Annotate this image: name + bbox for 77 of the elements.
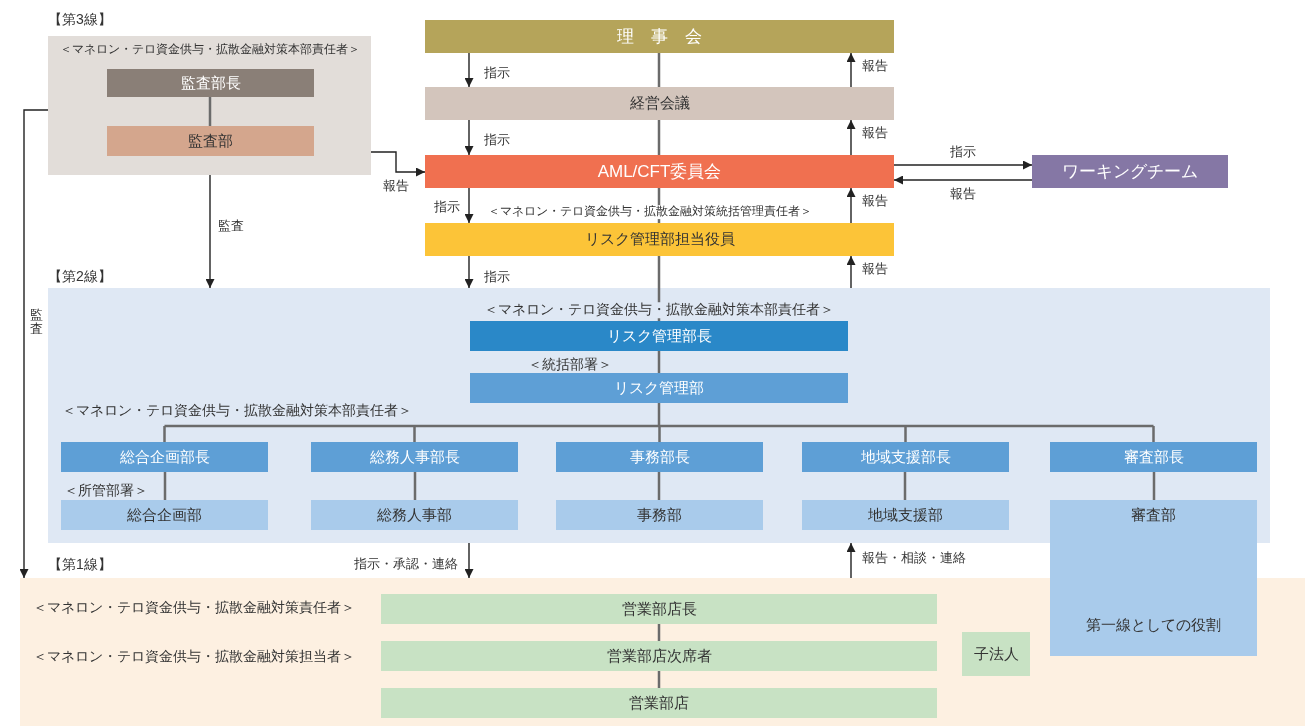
connector-line xyxy=(657,472,661,500)
arrow xyxy=(893,175,1033,185)
org-box: 審査部長 xyxy=(1050,442,1257,472)
arrow xyxy=(205,174,215,289)
edge-label: 指示 xyxy=(484,65,510,81)
role-note: 第一線としての役割 xyxy=(1086,616,1221,634)
edge-label: 報告 xyxy=(862,58,888,74)
panel-heading: 【第1線】 xyxy=(48,555,112,573)
arrow xyxy=(19,109,49,579)
edge-label: 報告・相談・連絡 xyxy=(862,550,966,566)
connector-line xyxy=(657,256,661,321)
role-caption: ＜マネロン・テロ資金供与・拡散金融対策責任者＞ xyxy=(33,598,355,616)
edge-label: 指示 xyxy=(484,132,510,148)
org-box: 監査部長 xyxy=(107,69,314,97)
org-box: 地域支援部長 xyxy=(802,442,1009,472)
arrow xyxy=(370,151,426,177)
org-box: 監査部 xyxy=(107,126,314,156)
org-box: 営業部店長 xyxy=(381,594,937,624)
edge-label: 指示・承認・連絡 xyxy=(354,556,458,572)
arrow xyxy=(846,52,856,88)
arrow xyxy=(846,542,856,579)
connector-line xyxy=(413,472,417,500)
role-caption: ＜所管部署＞ xyxy=(64,481,148,499)
arrow xyxy=(464,52,474,88)
arrow xyxy=(464,542,474,579)
connector-line xyxy=(657,351,661,373)
panel-heading: 【第2線】 xyxy=(48,267,112,285)
connector-line xyxy=(208,97,212,126)
connector-line xyxy=(163,472,167,500)
arrow xyxy=(846,119,856,156)
arrow xyxy=(846,255,856,289)
org-box: 理 事 会 xyxy=(425,20,894,53)
org-box: 総合企画部 xyxy=(61,500,268,530)
box-title: 審査部 xyxy=(1131,506,1176,524)
arrow xyxy=(464,255,474,289)
connector-line xyxy=(657,53,661,87)
org-box: 営業部店次席者 xyxy=(381,641,937,671)
org-box: 営業部店 xyxy=(381,688,937,718)
edge-label: 監査 xyxy=(218,218,244,234)
connector-line xyxy=(657,671,661,688)
edge-label: 報告 xyxy=(383,178,409,194)
org-box: リスク管理部担当役員 xyxy=(425,223,894,256)
org-box: 総合企画部長 xyxy=(61,442,268,472)
edge-label: 報告 xyxy=(862,261,888,277)
connector-line xyxy=(1152,472,1156,500)
org-box: 子法人 xyxy=(962,632,1030,676)
arrow xyxy=(464,119,474,156)
edge-label: 報告 xyxy=(862,125,888,141)
edge-label: 指示 xyxy=(950,144,976,160)
edge-label: 報告 xyxy=(862,193,888,209)
org-box xyxy=(1050,500,1257,656)
org-box: リスク管理部長 xyxy=(470,321,848,351)
connector-line xyxy=(657,120,661,155)
edge-label: 指示 xyxy=(434,199,460,215)
connector-line xyxy=(657,188,661,223)
org-box: リスク管理部 xyxy=(470,373,848,403)
role-caption: ＜統括部署＞ xyxy=(528,355,612,373)
org-box: ワーキングチーム xyxy=(1032,155,1228,188)
org-box: AML/CFT委員会 xyxy=(425,155,894,188)
role-caption: ＜マネロン・テロ資金供与・拡散金融対策本部責任者＞ xyxy=(62,401,412,419)
arrow xyxy=(846,187,856,224)
connector-line xyxy=(903,472,907,500)
arrow xyxy=(893,160,1033,170)
org-box: 地域支援部 xyxy=(802,500,1009,530)
edge-label: 監査 xyxy=(29,307,43,337)
role-caption: ＜マネロン・テロ資金供与・拡散金融対策本部責任者＞ xyxy=(60,43,360,57)
connector-line xyxy=(657,624,661,641)
edge-label: 報告 xyxy=(950,186,976,202)
org-box: 総務人事部長 xyxy=(311,442,518,472)
role-caption: ＜マネロン・テロ資金供与・拡散金融対策担当者＞ xyxy=(33,647,355,665)
org-box: 経営会議 xyxy=(425,87,894,120)
arrow xyxy=(464,187,474,224)
org-box: 総務人事部 xyxy=(311,500,518,530)
panel-heading: 【第3線】 xyxy=(48,10,112,28)
org-box: 事務部 xyxy=(556,500,763,530)
edge-label: 指示 xyxy=(484,269,510,285)
org-box: 事務部長 xyxy=(556,442,763,472)
